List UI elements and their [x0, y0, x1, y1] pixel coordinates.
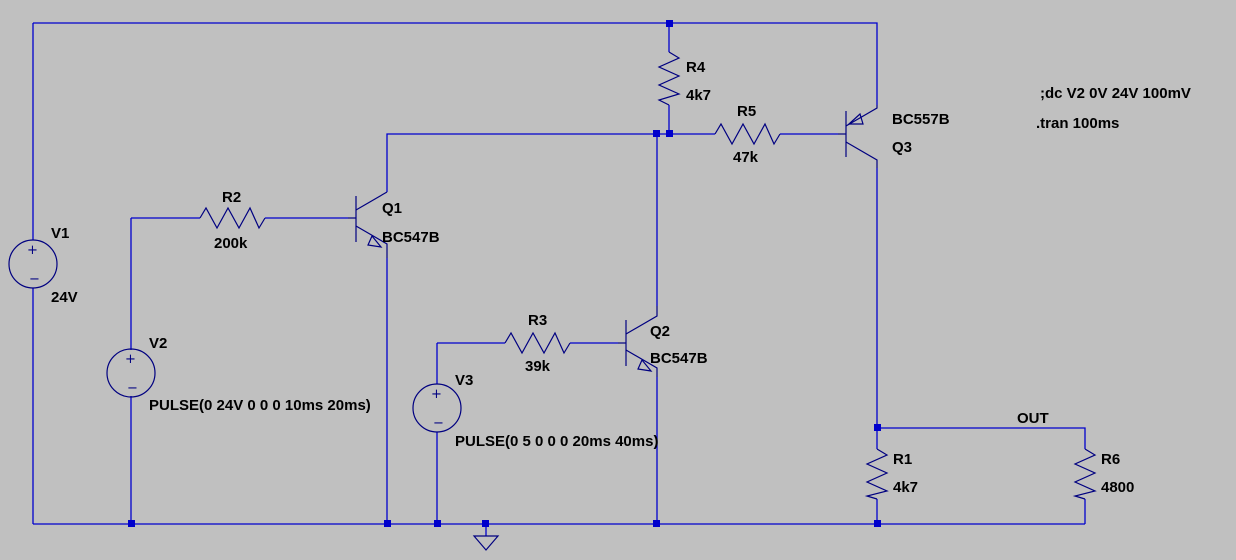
- resistor-r5[interactable]: [714, 122, 781, 146]
- junction-dot: [434, 520, 441, 527]
- transistor-q3[interactable]: [838, 105, 878, 168]
- component-labels: V1 24V V2 PULSE(0 24V 0 0 0 10ms 20ms) V…: [51, 59, 1134, 496]
- transistor-q1[interactable]: [348, 191, 388, 258]
- label-r4-name: R4: [686, 59, 706, 76]
- svg-text:−: −: [433, 416, 444, 431]
- junction-dot: [874, 424, 881, 431]
- label-q3-model: BC557B: [892, 111, 950, 128]
- svg-text:+: +: [431, 387, 442, 402]
- label-r1-name: R1: [893, 451, 912, 468]
- resistor-r2[interactable]: [199, 206, 266, 230]
- junction-dot: [666, 130, 673, 137]
- resistor-r3[interactable]: [504, 331, 571, 355]
- junction-dot: [653, 130, 660, 137]
- label-v3-value: PULSE(0 5 0 0 0 20ms 40ms): [455, 433, 658, 450]
- voltage-source-v1[interactable]: + −: [8, 239, 58, 289]
- wire-top-rail: [33, 22, 878, 105]
- label-r6-value: 4800: [1101, 479, 1134, 496]
- voltage-source-v2[interactable]: + −: [106, 348, 156, 398]
- junction-dot: [384, 520, 391, 527]
- label-r6-name: R6: [1101, 451, 1120, 468]
- resistor-r4[interactable]: [657, 51, 681, 106]
- junction-dot: [128, 520, 135, 527]
- junctions: [128, 20, 881, 527]
- label-v2-name: V2: [149, 335, 167, 352]
- voltage-source-v3[interactable]: + −: [412, 383, 462, 433]
- svg-text:−: −: [127, 381, 138, 396]
- label-r4-value: 4k7: [686, 87, 711, 104]
- label-r1-value: 4k7: [893, 479, 918, 496]
- label-q1-model: BC547B: [382, 229, 440, 246]
- wire-q1-collector: [386, 133, 669, 192]
- label-q1-name: Q1: [382, 200, 402, 217]
- junction-dot: [874, 520, 881, 527]
- label-q2-model: BC547B: [650, 350, 708, 367]
- svg-text:+: +: [125, 352, 136, 367]
- ground-symbol[interactable]: [472, 535, 500, 551]
- resistor-r1[interactable]: [864, 448, 889, 500]
- label-r2-name: R2: [222, 189, 241, 206]
- resistor-r6[interactable]: [1072, 448, 1097, 500]
- junction-dot: [666, 20, 673, 27]
- label-v1-name: V1: [51, 225, 69, 242]
- svg-text:+: +: [27, 243, 38, 258]
- junction-dot: [653, 520, 660, 527]
- label-r5-name: R5: [737, 103, 756, 120]
- directive-tran: .tran 100ms: [1036, 115, 1119, 132]
- spice-directives[interactable]: ;dc V2 0V 24V 100mV .tran 100ms: [1036, 85, 1191, 132]
- wire-out-net: [877, 427, 1086, 449]
- label-q3-name: Q3: [892, 139, 912, 156]
- label-r2-value: 200k: [214, 235, 248, 252]
- label-r3-value: 39k: [525, 358, 551, 375]
- wires: [32, 22, 1086, 536]
- label-out-net: OUT: [1017, 410, 1049, 427]
- label-r5-value: 47k: [733, 149, 759, 166]
- label-v2-value: PULSE(0 24V 0 0 0 10ms 20ms): [149, 397, 371, 414]
- label-q2-name: Q2: [650, 323, 670, 340]
- directive-dc: ;dc V2 0V 24V 100mV: [1040, 85, 1191, 102]
- label-v1-value: 24V: [51, 289, 78, 306]
- transistor-q2[interactable]: [618, 306, 658, 377]
- junction-dot: [482, 520, 489, 527]
- svg-text:−: −: [29, 272, 40, 287]
- label-v3-name: V3: [455, 372, 473, 389]
- label-r3-name: R3: [528, 312, 547, 329]
